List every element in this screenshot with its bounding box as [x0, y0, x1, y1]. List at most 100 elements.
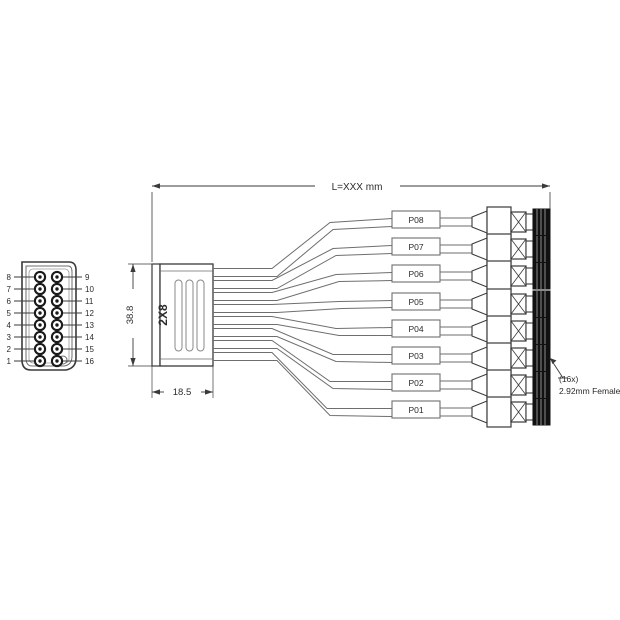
pin-number-label: 6	[7, 297, 12, 306]
connector-tip-2p92mm	[532, 344, 551, 372]
cable-strand	[213, 226, 393, 277]
callout-count-label: (16x)	[559, 374, 579, 384]
block-vent-slot	[185, 279, 194, 352]
connector-body	[486, 396, 512, 428]
strain-relief-taper	[471, 319, 488, 343]
width-dim-label: 18.5	[173, 387, 192, 398]
connector-body	[486, 233, 512, 265]
pin-number-label: 10	[85, 285, 94, 294]
connector-tip-knurl	[536, 263, 546, 289]
cable-strand	[213, 316, 393, 330]
pin-number-label: 11	[85, 297, 94, 306]
pin-number-label: 2	[7, 345, 12, 354]
connector-tip-knurl	[536, 399, 546, 425]
callout-type-label: 2.92mm Female	[559, 386, 620, 396]
hex-nut-cross	[510, 293, 527, 315]
port-label-tag	[391, 373, 441, 392]
cable-strand	[213, 245, 393, 281]
connector-type-callout: (16x) 2.92mm Female	[549, 357, 620, 396]
pin-leader-lines-left	[14, 276, 34, 362]
connector-collar	[525, 295, 534, 313]
connector-body	[486, 369, 512, 401]
hex-nut-cross	[510, 347, 527, 369]
pin-pair-row	[33, 282, 64, 296]
cable-strand	[213, 328, 392, 355]
hex-nut-cross	[510, 320, 527, 342]
port-label-text: P01	[408, 405, 423, 415]
pin-number-label: 1	[7, 357, 12, 366]
strain-relief-taper	[471, 346, 488, 370]
hex-nut-cross	[510, 374, 527, 396]
port-label-text: P08	[408, 215, 423, 225]
cable-strand	[213, 352, 392, 409]
height-arrow-top	[130, 264, 136, 272]
pin-number-label: 5	[7, 309, 12, 318]
connector-tip-2p92mm	[532, 262, 551, 290]
connector-body	[486, 342, 512, 374]
pin-pair-row	[33, 330, 64, 344]
connector-collar	[525, 267, 534, 285]
connector-collar	[525, 240, 534, 258]
strain-relief-taper	[471, 264, 488, 288]
pin-number-label: 16	[85, 357, 94, 366]
port-label-text: P03	[408, 351, 423, 361]
port-label-tag	[391, 210, 441, 229]
cable-strand	[213, 218, 393, 269]
connector-tip-knurl	[536, 345, 546, 371]
width-arrow-right	[205, 389, 213, 395]
strain-relief-taper	[471, 373, 488, 397]
pin-numbers-left: 8 7 6 5 4 3 2 1	[7, 273, 12, 366]
connector-tip-2p92mm	[532, 235, 551, 263]
connector-tip-knurl	[536, 209, 546, 235]
pin-number-label: 12	[85, 309, 94, 318]
strain-relief-taper	[471, 292, 488, 316]
cable-strand	[213, 348, 393, 390]
block-vent-slot	[174, 279, 183, 352]
pin-number-label: 7	[7, 285, 12, 294]
port-label-tag	[391, 400, 441, 419]
cable-strand	[213, 280, 393, 301]
connector-body	[486, 288, 512, 320]
pin-number-label: 8	[7, 273, 12, 282]
connector-body	[486, 315, 512, 347]
port-assembly-p04: P04	[391, 315, 551, 347]
port-label-text: P02	[408, 378, 423, 388]
port-label-tag	[391, 346, 441, 365]
strain-relief-taper	[471, 237, 488, 261]
port-assembly-p01: P01	[391, 396, 551, 428]
connector-tip-2p92mm	[532, 317, 551, 345]
cable-strand	[213, 340, 392, 382]
pin-pair-row	[33, 318, 64, 332]
pin-number-label: 3	[7, 333, 12, 342]
cable-fanout-bundle	[213, 218, 393, 417]
pin-pair-row	[33, 306, 64, 320]
pin-numbers-right: 9 10 11 12 13 14 15 16	[85, 273, 94, 366]
connector-collar	[525, 349, 534, 367]
port-assembly-p07: P07	[391, 233, 551, 265]
cable-strand	[213, 360, 393, 417]
connector-tip-2p92mm	[532, 290, 551, 318]
strain-relief-taper	[471, 210, 488, 234]
pin-number-label: 15	[85, 345, 94, 354]
width-dimension: 18.5	[151, 366, 214, 398]
port-assembly-p05: P05	[391, 288, 551, 320]
port-label-text: P07	[408, 242, 423, 252]
connector-tip-2p92mm	[532, 371, 551, 399]
pin-pair-row	[33, 342, 64, 356]
cable-strand	[213, 307, 393, 313]
port-label-tag	[391, 292, 441, 311]
connector-tip-2p92mm	[532, 398, 551, 426]
connector-tip-knurl	[536, 318, 546, 344]
overall-length-label: L=XXX mm	[332, 182, 383, 193]
port-label-text: P05	[408, 297, 423, 307]
height-dimension: 38.8	[125, 263, 152, 367]
connector-body	[486, 260, 512, 292]
strain-relief-taper	[471, 400, 488, 424]
height-dim-label: 38.8	[125, 306, 136, 325]
port-label-tag	[391, 264, 441, 283]
breakout-block-body: 2X8	[151, 263, 214, 367]
port-assembly-p06: P06	[391, 260, 551, 292]
hex-nut-cross	[510, 401, 527, 423]
port-assembly-p03: P03	[391, 342, 551, 374]
